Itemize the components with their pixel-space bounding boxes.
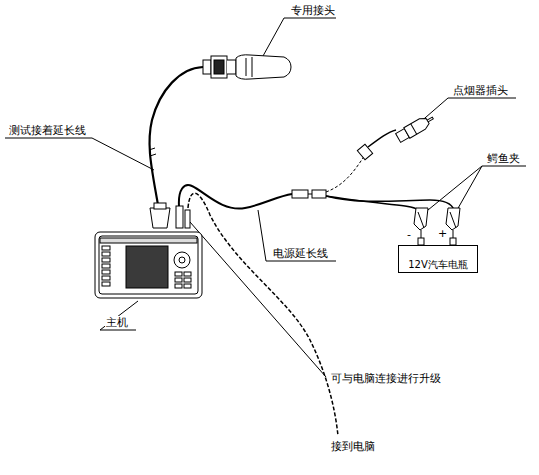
leader-line (418, 98, 516, 124)
polarity-mark: - (406, 228, 412, 241)
battery-terminal (418, 238, 424, 245)
alligator-clip (414, 208, 428, 230)
part-label: 专用接头 (290, 4, 336, 17)
lighter-cable (326, 155, 365, 192)
power-extension-cable (179, 185, 292, 209)
battery-label: 12V汽车电瓶 (399, 259, 477, 271)
key-button (175, 284, 182, 288)
leader-line (428, 166, 526, 210)
key-button (102, 252, 110, 256)
special-connector (203, 55, 291, 79)
key-button (102, 246, 110, 250)
part-label: 可与电脑连接进行升级 (330, 372, 442, 385)
battery-terminal (450, 238, 456, 245)
db-connector (154, 203, 166, 209)
db-connector (150, 208, 170, 228)
cable-mark (149, 148, 156, 156)
power-plug (176, 206, 183, 228)
battery-box: 12V汽车电瓶 (398, 245, 478, 273)
usb-plug (185, 210, 190, 228)
key-button (102, 282, 110, 286)
part-label: 接到电脑 (330, 440, 376, 453)
key-button (175, 272, 182, 276)
cigarette-lighter-plug (395, 113, 436, 143)
key-button (184, 284, 191, 288)
part-label: 鳄鱼夹 (486, 152, 521, 165)
clip-cable (326, 196, 454, 210)
alligator-clip (446, 208, 460, 230)
leader-line (263, 18, 336, 56)
part-label: 点烟器插头 (452, 84, 509, 97)
part-label: 测试接着延长线 (8, 124, 87, 137)
key-button (184, 278, 191, 282)
cable-junction (292, 190, 308, 198)
key-button (102, 276, 110, 280)
leader-line (5, 138, 154, 170)
key-button (102, 270, 110, 274)
leader-line (100, 301, 138, 330)
part-label: 电源延长线 (272, 247, 329, 260)
key-buttons (102, 246, 191, 288)
host-unit (95, 232, 202, 298)
key-button (102, 264, 110, 268)
key-button (175, 278, 182, 282)
computer-cable (188, 193, 338, 436)
test-extension-cable (150, 67, 203, 205)
leader-line (258, 210, 336, 261)
leader-line (190, 222, 326, 377)
cable-junction (312, 190, 326, 198)
part-label: 主机 (105, 316, 129, 329)
key-button (184, 272, 191, 276)
polarity-mark: + (437, 227, 448, 240)
key-button (102, 258, 110, 262)
